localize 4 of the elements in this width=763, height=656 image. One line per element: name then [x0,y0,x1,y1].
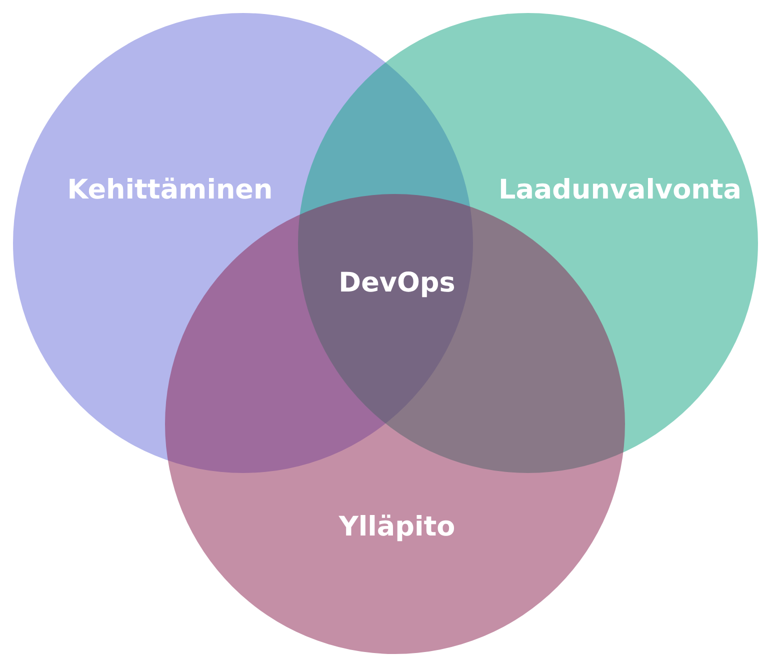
set-label: Ylläpito [338,512,456,542]
intersection-label: DevOps [338,268,456,298]
set-label: Laadunvalvonta [498,174,742,206]
set-label: Kehittäminen [67,174,273,206]
